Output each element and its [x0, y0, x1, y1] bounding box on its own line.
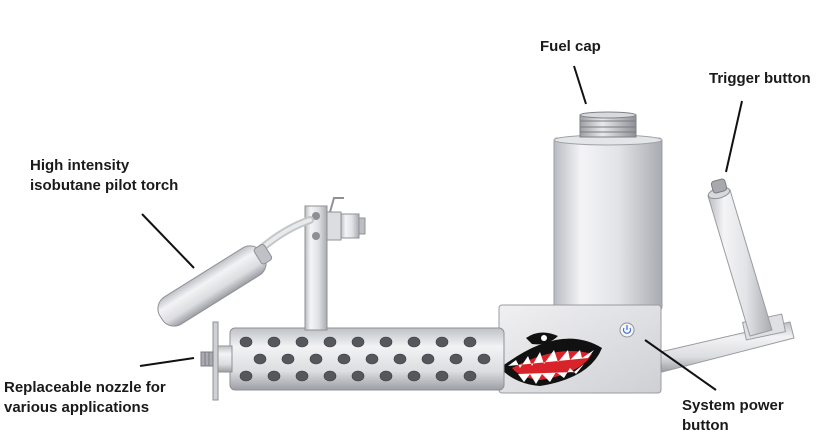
power-button[interactable]: [619, 322, 635, 338]
label-fuel-cap: Fuel cap: [540, 38, 601, 55]
leader-power-button: [644, 339, 717, 391]
nozzle: [200, 321, 233, 401]
gas-line: [258, 216, 314, 252]
handle-bracket: [659, 313, 795, 373]
fuel-cap[interactable]: [579, 111, 637, 138]
leader-pilot-torch: [141, 213, 195, 269]
leader-nozzle: [139, 357, 195, 367]
label-pilot-torch: High intensity isobutane pilot torch: [30, 157, 179, 194]
trigger-grip: [707, 186, 773, 337]
power-icon: [622, 325, 632, 334]
leader-fuel-cap: [573, 65, 587, 105]
pilot-torch: [157, 244, 273, 327]
label-power-button: System power button: [682, 397, 784, 434]
trigger-button[interactable]: [710, 178, 728, 194]
label-trigger-button: Trigger button: [709, 70, 811, 87]
label-nozzle: Replaceable nozzle for various applicati…: [4, 379, 166, 416]
torch-mount: [304, 197, 366, 331]
leader-lines: [139, 65, 743, 391]
fuel-tank: [553, 134, 663, 311]
leader-trigger-button: [725, 100, 743, 173]
shark-mouth-decal: [500, 332, 602, 386]
perforated-barrel: [229, 327, 505, 391]
